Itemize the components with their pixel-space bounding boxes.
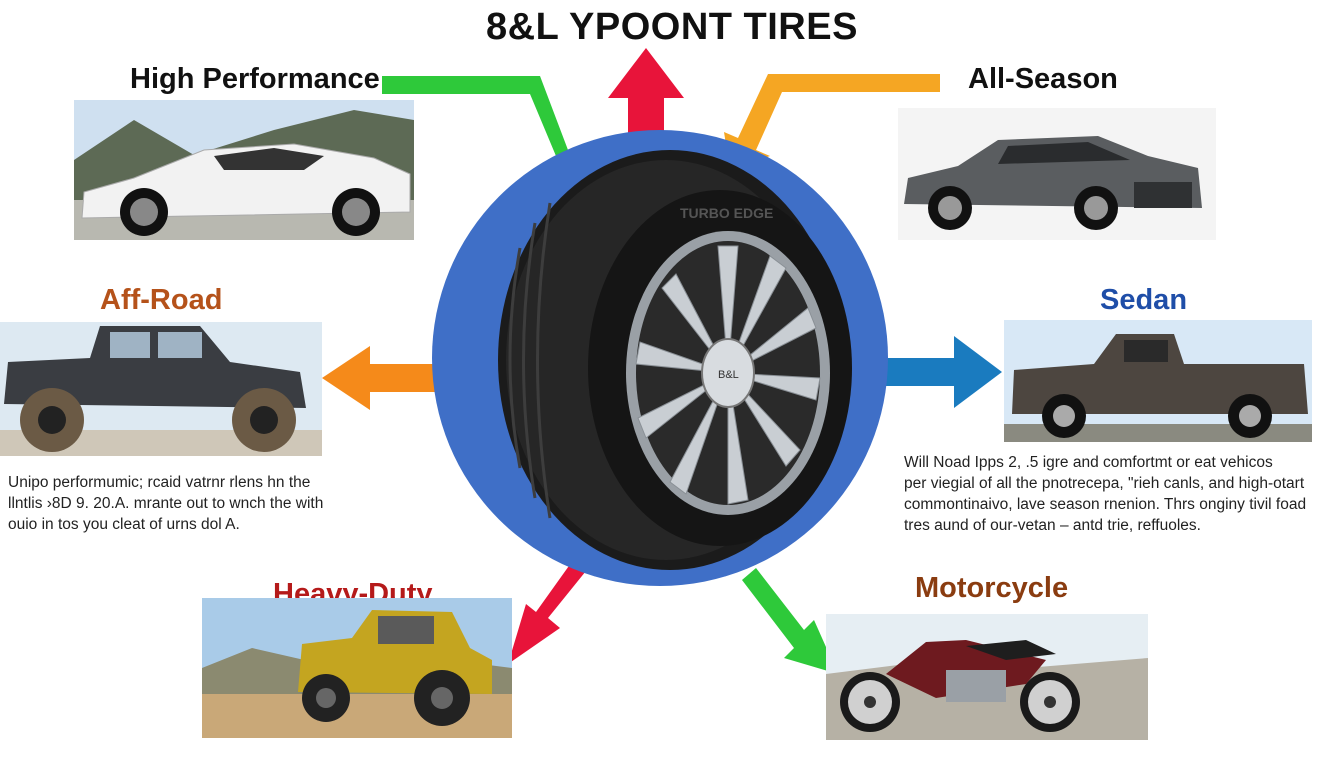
- arrow-sedan-blue: [858, 336, 1002, 408]
- arrow-heavy-duty-red: [508, 556, 590, 664]
- photo-all-season: [898, 108, 1216, 240]
- description-right-line: tres aund of our-vetan – antd trie, reff…: [904, 517, 1201, 534]
- photo-motorcycle: [826, 614, 1148, 740]
- hub-text: B&L: [718, 369, 739, 381]
- heavy-duty-vehicle-icon: [202, 598, 512, 738]
- description-left: Unipo performumic; rcaid vatrnr rlens hn…: [8, 472, 323, 535]
- description-right: Will Noad Ipps 2, .5 igre and comfortmt …: [904, 452, 1306, 536]
- arrow-off-road-orange: [322, 346, 478, 410]
- description-left-line: Unipo performumic; rcaid vatrnr rlens hn…: [8, 474, 311, 491]
- description-left-line: ouio in tos you cleat of urns dol A.: [8, 516, 240, 533]
- arrow-up-red: [608, 48, 684, 160]
- label-all-season: All-Season: [968, 63, 1118, 95]
- arrow-high-performance-green: [382, 76, 584, 178]
- pickup-truck-icon: [1004, 320, 1312, 442]
- label-motorcycle: Motorcycle: [915, 572, 1069, 604]
- description-right-line: per viegial of all the pnotrecepa, "rieh…: [904, 475, 1305, 492]
- arrow-motorcycle-green: [742, 568, 838, 674]
- page-title: 8&L YPOONT TIRES: [486, 6, 858, 48]
- description-left-line: llntlis ›8D 9. 20.A. mrante out to wnch …: [8, 495, 324, 512]
- label-high-performance: High Performance: [130, 63, 380, 95]
- photo-high-performance: [74, 100, 414, 240]
- tire-sidewall-text: TURBO EDGE: [680, 205, 773, 221]
- description-right-line: commontinaivo, lave season rnenion. Thrs…: [904, 496, 1307, 513]
- sedan-car-icon: [898, 108, 1216, 240]
- off-road-truck-icon: [0, 322, 322, 456]
- photo-sedan: [1004, 320, 1312, 442]
- label-sedan: Sedan: [1100, 284, 1188, 316]
- sports-car-icon: [74, 100, 414, 240]
- motorcycle-icon: [826, 614, 1148, 740]
- tire-icon: TURBO EDGE B&L: [432, 130, 888, 586]
- photo-off-road: [0, 322, 322, 456]
- arrow-all-season-orange: [724, 74, 940, 170]
- description-right-line: Will Noad Ipps 2, .5 igre and comfortmt …: [904, 454, 1273, 471]
- label-off-road: Aff-Road: [100, 284, 223, 316]
- photo-heavy-duty: [202, 598, 512, 738]
